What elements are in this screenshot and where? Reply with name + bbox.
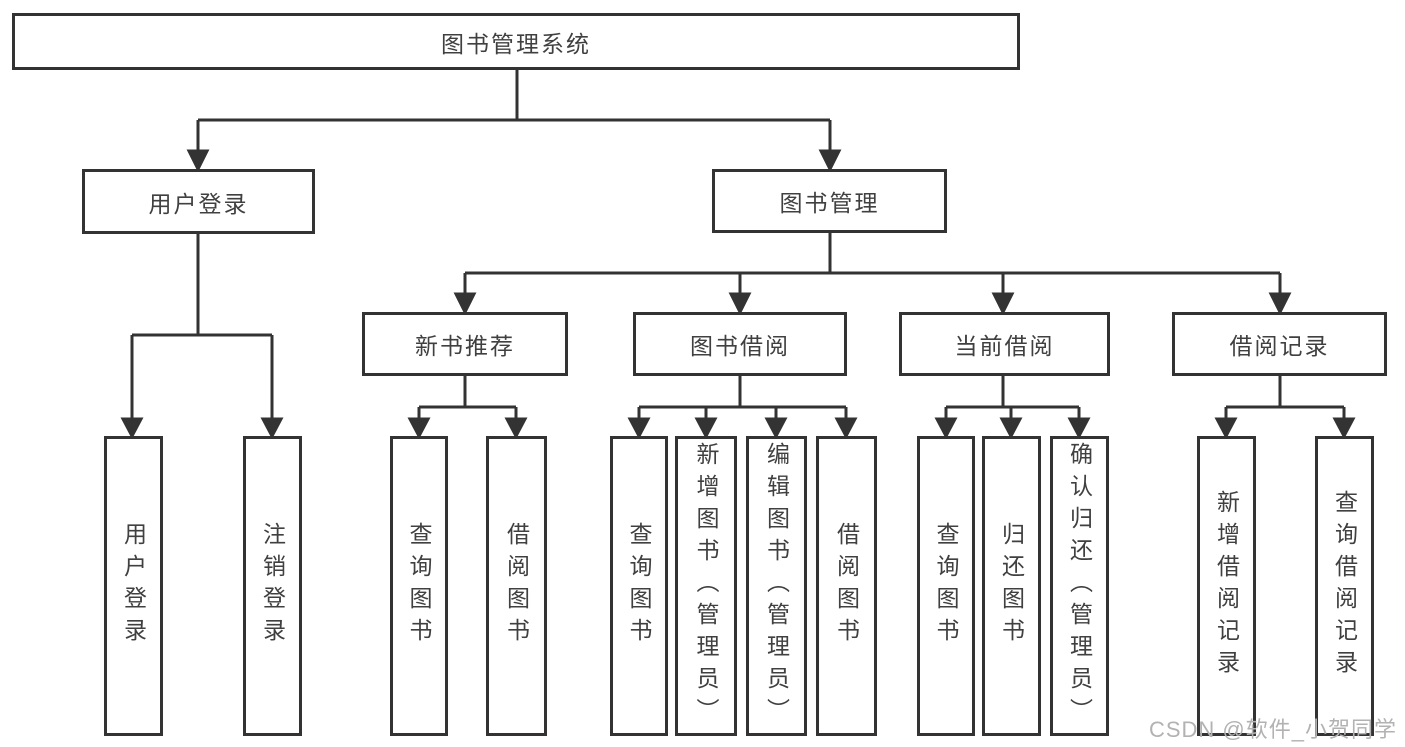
leaf-query-books-current: 查询图书 xyxy=(917,436,975,736)
connector-line xyxy=(196,70,832,152)
arrowhead-icon xyxy=(694,417,718,440)
connector-book-borrowing xyxy=(627,376,858,440)
connector-line xyxy=(944,376,1081,420)
leaf-query-books-borrow-label: 查询图书 xyxy=(626,522,652,650)
leaf-query-books-current-label: 查询图书 xyxy=(933,522,959,650)
arrowhead-icon xyxy=(504,417,528,440)
node-book-management-label: 图书管理 xyxy=(779,190,880,216)
leaf-borrow-books-recommend-label: 借阅图书 xyxy=(503,522,530,650)
connector-book-management xyxy=(453,233,1292,316)
leaf-add-borrow-record: 新增借阅记录 xyxy=(1197,436,1256,736)
leaf-user-login: 用户登录 xyxy=(104,436,163,736)
csdn-watermark: CSDN @软件_小贺同学 xyxy=(1148,717,1397,742)
arrowhead-icon xyxy=(934,417,958,440)
connector-borrowing-records xyxy=(1214,376,1356,440)
node-book-borrowing-label: 图书借阅 xyxy=(690,333,790,359)
leaf-add-books-admin: 新增图书（管理员） xyxy=(675,436,737,736)
connector-root xyxy=(186,70,842,173)
connector-line xyxy=(130,234,274,420)
leaf-add-books-admin-label: 新增图书（管理员） xyxy=(693,442,719,730)
arrowhead-icon xyxy=(407,417,431,440)
arrowhead-icon xyxy=(818,149,842,173)
arrowhead-icon xyxy=(260,417,284,440)
leaf-return-books-label: 归还图书 xyxy=(998,522,1025,650)
node-user-login: 用户登录 xyxy=(82,169,315,234)
connector-line xyxy=(417,376,518,420)
leaf-return-books: 归还图书 xyxy=(982,436,1041,736)
leaf-query-books-recommend: 查询图书 xyxy=(390,436,448,736)
arrowhead-icon xyxy=(991,292,1015,316)
leaf-query-books-recommend-label: 查询图书 xyxy=(406,522,432,650)
connector-line xyxy=(1224,376,1346,420)
node-book-management: 图书管理 xyxy=(712,169,947,233)
node-library-system: 图书管理系统 xyxy=(12,13,1020,70)
leaf-query-borrow-record: 查询借阅记录 xyxy=(1315,436,1374,736)
node-new-book-recommendation: 新书推荐 xyxy=(362,312,568,376)
arrowhead-icon xyxy=(728,292,752,316)
leaf-borrow-books-recommend: 借阅图书 xyxy=(486,436,547,736)
arrowhead-icon xyxy=(120,417,144,440)
leaf-query-books-borrow: 查询图书 xyxy=(610,436,668,736)
arrowhead-icon xyxy=(1214,417,1238,440)
leaf-edit-books-admin: 编辑图书（管理员） xyxy=(746,436,807,736)
leaf-edit-books-admin-label: 编辑图书（管理员） xyxy=(763,442,790,730)
connector-line xyxy=(463,233,1282,295)
arrowhead-icon xyxy=(1332,417,1356,440)
leaf-borrow-books: 借阅图书 xyxy=(816,436,877,736)
arrowhead-icon xyxy=(764,417,788,440)
arrowhead-icon xyxy=(627,417,651,440)
arrowhead-icon xyxy=(999,417,1023,440)
arrowhead-icon xyxy=(453,292,477,316)
leaf-borrow-books-label: 借阅图书 xyxy=(833,522,860,650)
leaf-user-login-label: 用户登录 xyxy=(120,522,147,650)
leaf-confirm-return-admin-label: 确认归还（管理员） xyxy=(1066,442,1093,730)
node-current-borrowing-label: 当前借阅 xyxy=(954,333,1055,359)
leaf-logout-login-label: 注销登录 xyxy=(259,522,286,650)
leaf-query-borrow-record-label: 查询借阅记录 xyxy=(1331,490,1358,682)
leaf-logout-login: 注销登录 xyxy=(243,436,302,736)
node-book-borrowing: 图书借阅 xyxy=(633,312,847,376)
node-current-borrowing: 当前借阅 xyxy=(899,312,1110,376)
arrowhead-icon xyxy=(186,149,210,173)
arrowhead-icon xyxy=(1067,417,1091,440)
connectors-group xyxy=(120,70,1356,440)
arrowhead-icon xyxy=(1268,292,1292,316)
node-library-system-label: 图书管理系统 xyxy=(441,30,591,57)
connector-current-borrowing xyxy=(934,376,1091,440)
arrowhead-icon xyxy=(834,417,858,440)
node-borrowing-records: 借阅记录 xyxy=(1172,312,1387,376)
leaf-add-borrow-record-label: 新增借阅记录 xyxy=(1213,490,1240,682)
node-new-book-recommendation-label: 新书推荐 xyxy=(415,333,515,359)
connector-new-book-recommendation xyxy=(407,376,528,440)
node-borrowing-records-label: 借阅记录 xyxy=(1229,333,1330,359)
connector-line xyxy=(637,376,848,420)
leaf-confirm-return-admin: 确认归还（管理员） xyxy=(1050,436,1109,736)
connector-user-login xyxy=(120,234,284,440)
node-user-login-label: 用户登录 xyxy=(148,190,249,217)
